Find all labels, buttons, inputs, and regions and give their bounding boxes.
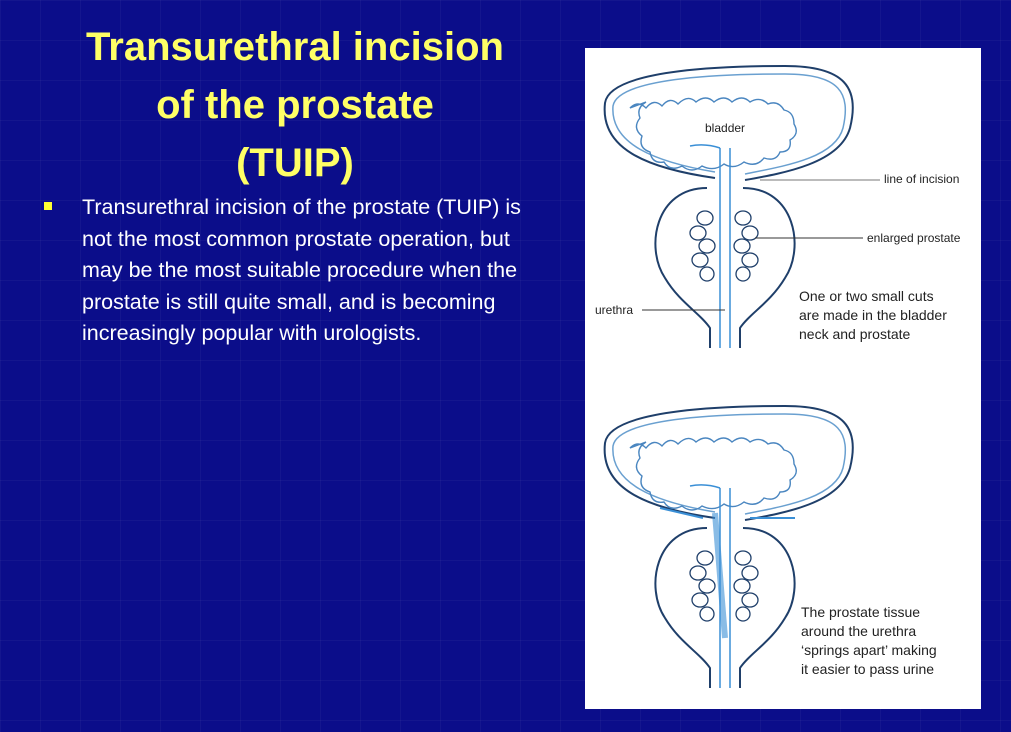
title-line: (TUIP) (236, 141, 354, 185)
title-line: Transurethral incision (86, 25, 504, 69)
label-bladder: bladder (705, 121, 746, 135)
caption-line: are made in the bladder (799, 307, 947, 323)
anatomy-illustration (603, 64, 880, 689)
square-bullet-icon (44, 202, 52, 210)
caption-line: around the urethra (801, 623, 917, 639)
tuip-diagram-figure: bladder line of incision enlarged prosta… (585, 48, 981, 709)
caption-line: neck and prostate (799, 326, 911, 342)
slide-title: Transurethral incision of the prostate (… (30, 18, 560, 192)
label-enlarged-prostate: enlarged prostate (867, 231, 961, 245)
caption-line: One or two small cuts (799, 288, 934, 304)
caption-line: it easier to pass urine (801, 661, 935, 677)
title-line: of the prostate (156, 83, 434, 127)
bottom-caption: The prostate tissue around the urethra ‘… (801, 603, 937, 679)
label-line-of-incision: line of incision (884, 172, 960, 186)
label-urethra: urethra (595, 303, 634, 317)
caption-line: The prostate tissue (801, 604, 921, 620)
bullet-text: Transurethral incision of the prostate (… (82, 195, 521, 345)
bullet-item: Transurethral incision of the prostate (… (44, 192, 524, 350)
top-caption: One or two small cuts are made in the bl… (799, 287, 947, 344)
caption-line: ‘springs apart’ making (801, 642, 937, 658)
